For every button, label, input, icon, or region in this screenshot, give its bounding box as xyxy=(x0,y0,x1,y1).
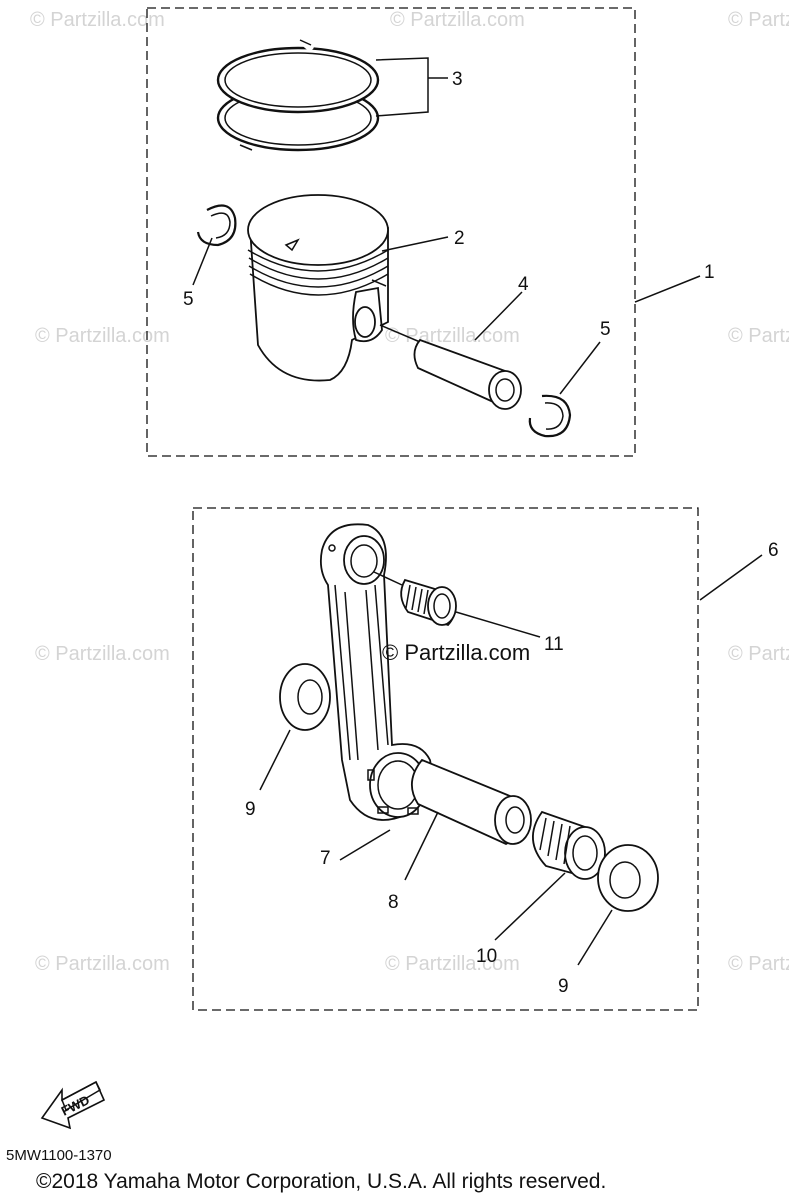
watermark-center: © Partzilla.com xyxy=(382,640,530,665)
watermarks: © Partzilla.com © Partzilla.com © Partzi… xyxy=(30,9,789,975)
callout-8: 8 xyxy=(388,892,399,913)
callout-2-leader xyxy=(381,236,449,252)
callout-9b: 9 xyxy=(558,976,569,997)
circlip-right xyxy=(528,394,572,438)
callout-11: 11 xyxy=(544,634,564,655)
watermark: © Partzilla.com xyxy=(728,643,789,665)
piston-rings xyxy=(216,37,380,155)
watermark: © Partzilla.com xyxy=(35,953,170,975)
big-end-bearing xyxy=(532,810,606,880)
thrust-washer-right xyxy=(597,844,659,912)
callout-1: 1 xyxy=(704,262,715,283)
crank-pin xyxy=(411,758,532,846)
callout-5a: 5 xyxy=(183,289,194,310)
callout-6-leader xyxy=(699,554,763,601)
watermark: © Partzilla.com xyxy=(35,643,170,665)
watermark: © Partzilla.com xyxy=(728,9,789,31)
callout-3: 3 xyxy=(452,69,463,90)
watermark: © Partzilla.com xyxy=(728,953,789,975)
piston-kit-boundary xyxy=(146,7,636,457)
watermark: © Partzilla.com xyxy=(728,325,789,347)
callout-11-leader xyxy=(455,611,541,638)
small-end-bearing xyxy=(400,578,457,627)
watermark: © Partzilla.com xyxy=(385,953,520,975)
callout-10: 10 xyxy=(476,946,497,967)
callout-8-leader xyxy=(404,811,439,881)
watermark: © Partzilla.com xyxy=(390,9,525,31)
callout-6: 6 xyxy=(768,540,779,561)
callout-10-leader xyxy=(494,872,566,941)
fwd-arrow-icon: FWD xyxy=(40,1080,106,1130)
copyright: ©2018 Yamaha Motor Corporation, U.S.A. A… xyxy=(36,1170,606,1193)
conrod-kit-boundary xyxy=(192,507,699,1011)
thrust-washer-left xyxy=(279,663,331,731)
callout-2: 2 xyxy=(454,228,465,249)
callout-7-leader xyxy=(339,829,391,861)
callout-9b-leader xyxy=(577,909,613,966)
piston xyxy=(247,194,389,382)
watermark: © Partzilla.com xyxy=(35,325,170,347)
circlip-left xyxy=(196,204,237,247)
callout-7: 7 xyxy=(320,848,331,869)
diagram-code: 5MW1100-1370 xyxy=(6,1147,112,1164)
callout-9a-leader xyxy=(259,729,291,791)
callout-5b: 5 xyxy=(600,319,611,340)
callout-1-leader xyxy=(634,275,701,303)
callout-4-leader xyxy=(474,291,523,341)
callout-3-leader xyxy=(375,57,429,117)
callout-9a: 9 xyxy=(245,799,256,820)
callout-5b-leader xyxy=(559,341,601,395)
piston-pin xyxy=(379,324,522,410)
watermark: © Partzilla.com xyxy=(30,9,165,31)
callout-4: 4 xyxy=(518,274,529,295)
callout-5a-leader xyxy=(192,237,213,286)
